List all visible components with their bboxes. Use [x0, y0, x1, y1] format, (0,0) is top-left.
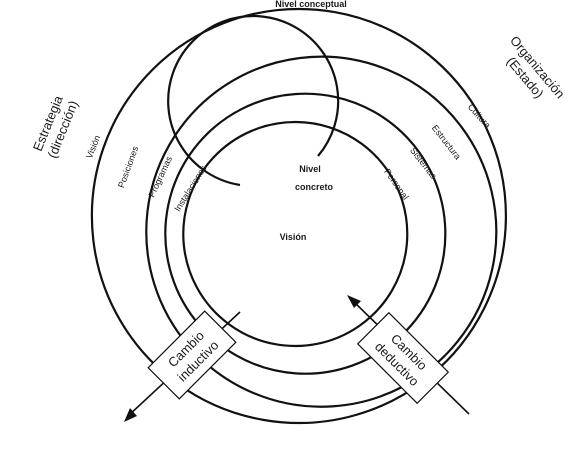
left-ring-label-posiciones: Posiciones: [116, 144, 140, 189]
right-ring-label-cultura: Cultura: [466, 102, 493, 130]
inductive-arrow-head: [124, 408, 137, 422]
ring-inner: [167, 15, 340, 187]
center-nivel-concreto-line1: Nivel: [299, 164, 321, 174]
right-ring-label-sistemas: Sistemas: [408, 145, 439, 181]
left-heading: Estrategia (dirección): [30, 93, 81, 161]
center-vision: Visión: [280, 232, 307, 242]
deductive-change-box: Cambio deductivo: [356, 311, 450, 405]
right-heading: Organización (Estado): [504, 33, 568, 101]
inductive-box-frame: [147, 310, 237, 400]
deductive-arrow-head: [347, 295, 361, 308]
ring-3: [164, 92, 447, 375]
deductive-box-frame: [356, 311, 450, 405]
left-ring-label-instalaciones: Instalaciones: [172, 163, 209, 213]
title-nivel-conceptual: Nivel conceptual: [275, 0, 347, 9]
right-ring-label-estructura: Estructura: [430, 123, 463, 161]
right-ring-label-personal: Personal: [382, 167, 411, 202]
ring-2: [145, 55, 498, 408]
ring-4: [182, 120, 409, 348]
center-nivel-concreto-line2: concreto: [295, 182, 334, 192]
